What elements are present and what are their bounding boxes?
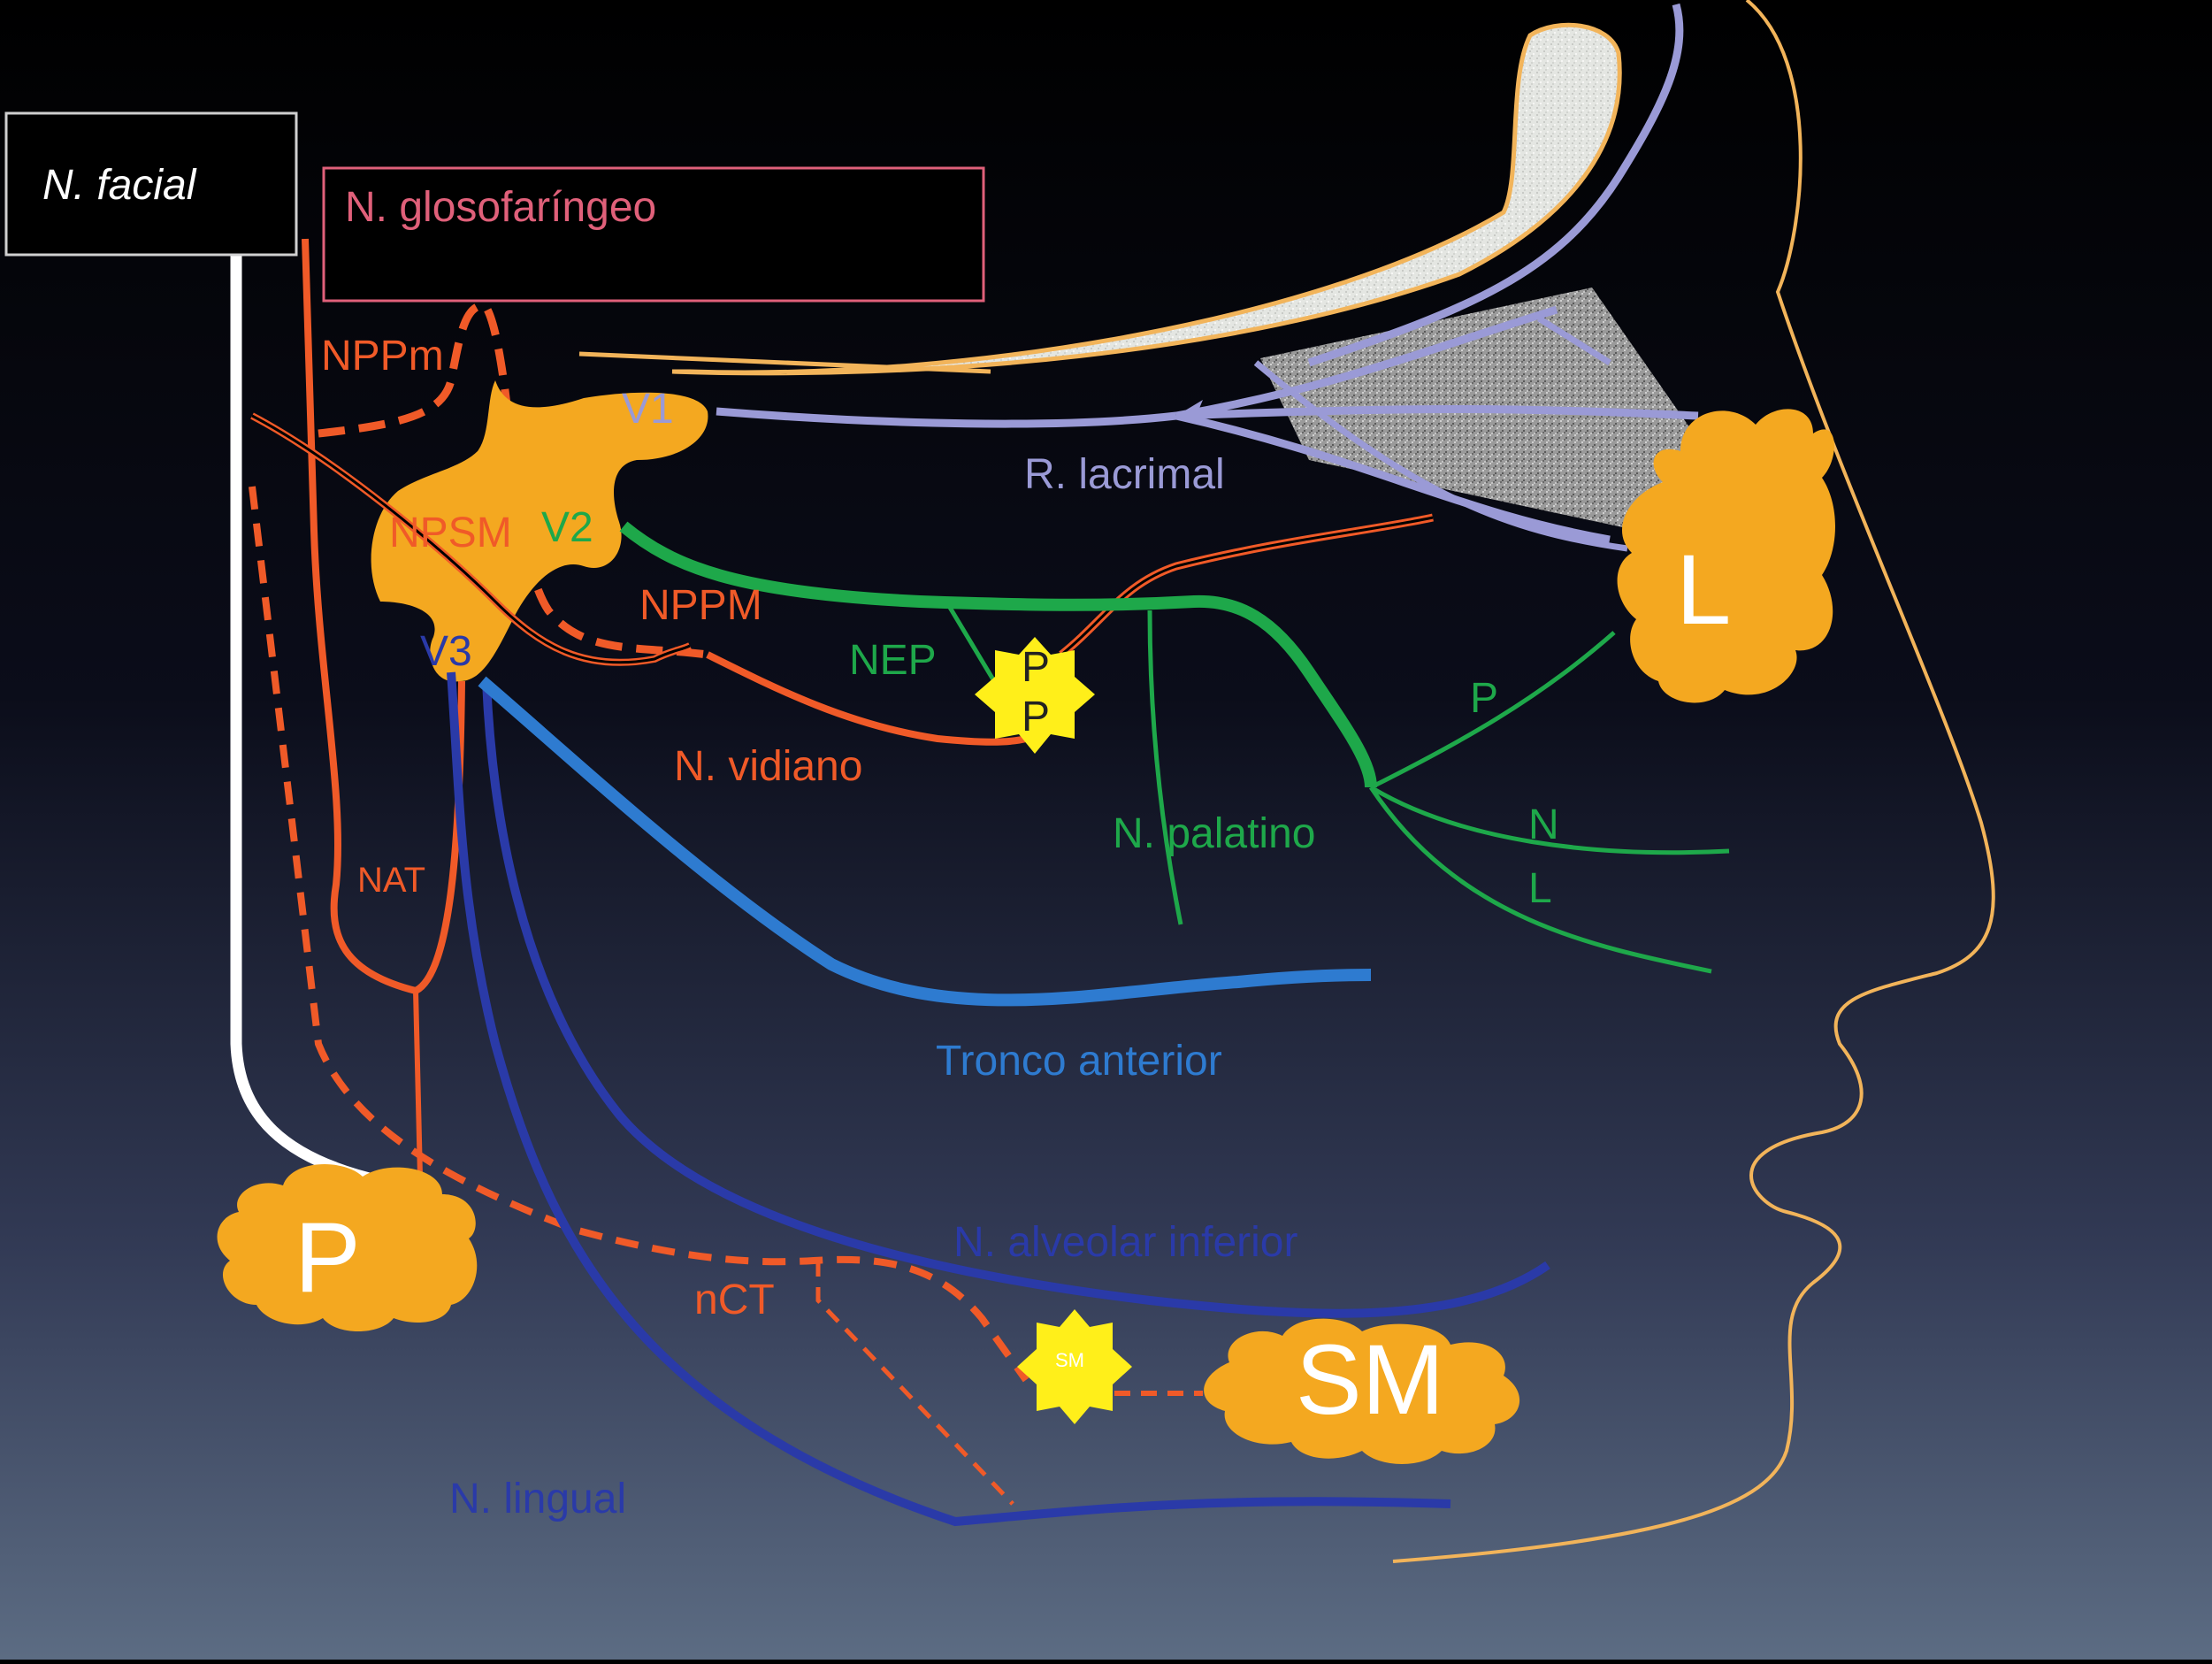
nep-label: NEP <box>849 637 937 684</box>
trigeminal-ganglion <box>371 380 708 682</box>
pterygopalatine-ganglion <box>975 637 1095 754</box>
facial-label: N. facial <box>42 162 197 209</box>
lacrimal-twig <box>1537 316 1611 365</box>
l-branch-line <box>1368 786 1712 974</box>
lacrimal-arrow-head <box>1176 400 1203 421</box>
npsm-label: NPSM <box>389 510 512 556</box>
parotid-gland <box>217 1164 478 1331</box>
nppm-minor-dashed <box>318 301 708 659</box>
p-branch-line <box>1369 631 1616 790</box>
lingual-label: N. lingual <box>449 1476 626 1522</box>
pp-to-lacrimal-core <box>1060 516 1434 656</box>
nppm-minor-label: NPPm <box>321 333 444 380</box>
lacrimal-branch-mid <box>1175 405 1699 420</box>
lacrimal-branch-low <box>1175 411 1611 544</box>
sm-gland-label: SM <box>1296 1324 1444 1435</box>
lacrimal-gland-label: L <box>1676 534 1731 645</box>
nat-to-parotid-branch <box>413 990 423 1177</box>
face-profile-line <box>1392 0 1995 1563</box>
lacrimal-label: R. lacrimal <box>1024 451 1225 498</box>
facial-label-box <box>4 111 298 257</box>
v1-label: V1 <box>622 386 674 433</box>
tronco-anterior-label: Tronco anterior <box>936 1038 1222 1085</box>
glosofaringeo-descending-trunk <box>302 238 465 995</box>
n-branch-line <box>1369 785 1730 855</box>
tronco-anterior-nerve <box>478 676 1372 1007</box>
v2-label: V2 <box>541 504 593 551</box>
vidian-nerve <box>706 651 1027 746</box>
v1-branch <box>716 407 1177 428</box>
bone-edge-line <box>578 351 991 374</box>
nppm-major-label: NPPM <box>639 582 762 629</box>
lacrimal-gland <box>1617 409 1835 703</box>
alveolar-inferior-nerve <box>482 680 1550 1318</box>
vidiano-label: N. vidiano <box>674 743 862 790</box>
nat-label: NAT <box>357 861 425 900</box>
pp-label-bottom: P <box>1022 694 1050 740</box>
parotid-label: P <box>295 1202 361 1313</box>
p-branch-label: P <box>1470 675 1498 722</box>
pp-label-top: P <box>1022 644 1050 691</box>
sm-ganglion-label: SM <box>1055 1349 1084 1371</box>
npsm-double-line-core <box>251 414 691 664</box>
alveolar-inferior-label: N. alveolar inferior <box>953 1219 1298 1266</box>
lacrimal-branch-top <box>1175 305 1558 420</box>
glosofaringeo-label: N. glosofaríngeo <box>345 184 656 231</box>
palatino-branch <box>1147 610 1183 925</box>
lacrimal-to-gland-branch <box>1253 360 1628 552</box>
orbital-roof-bone <box>671 22 1622 376</box>
orbital-floor-bone <box>1260 288 1725 540</box>
nct-lingual-dashed <box>815 1261 1014 1506</box>
frontal-nerve-branch <box>1307 3 1684 367</box>
v3-label: V3 <box>420 628 472 675</box>
nct-label: nCT <box>694 1277 775 1323</box>
chorda-tympani-dashed <box>249 486 1029 1383</box>
l-branch-label: L <box>1528 865 1552 912</box>
nep-branch <box>944 600 1002 692</box>
glosofaringeo-label-box <box>322 166 985 303</box>
lingual-nerve <box>447 671 1451 1527</box>
submandibular-gland <box>1204 1318 1520 1464</box>
v2-maxillary-nerve <box>619 521 1377 788</box>
n-branch-label: N <box>1528 801 1559 848</box>
submandibular-ganglion <box>1017 1309 1132 1424</box>
palatino-label: N. palatino <box>1113 810 1315 857</box>
